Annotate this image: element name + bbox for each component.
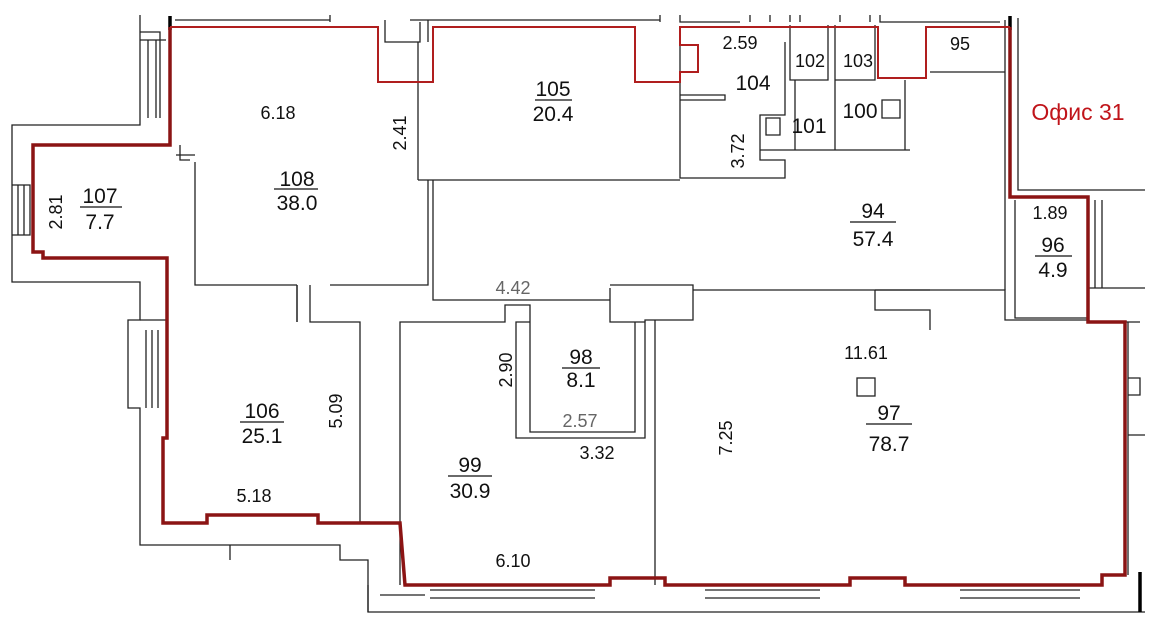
- room-area: 38.0: [277, 192, 318, 215]
- room-99[interactable]: 99 30.9: [448, 454, 492, 503]
- dimension-label: 2.90: [496, 352, 516, 387]
- walls: [11, 15, 1145, 613]
- dimension-label: 3.72: [728, 133, 748, 168]
- room-area: 4.9: [1038, 259, 1067, 282]
- room-area: 30.9: [450, 480, 491, 503]
- room-area: 7.7: [85, 211, 114, 234]
- room-97[interactable]: 97 78.7: [866, 402, 912, 456]
- room-101[interactable]: 101: [791, 115, 826, 138]
- room-number: 98: [569, 346, 592, 369]
- dimensions: 6.18 2.41 2.81 2.59 3.72 1.89 4.42 2.90 …: [46, 33, 1068, 571]
- dimension-label: 6.18: [260, 103, 295, 123]
- office-boundary: [31, 26, 1127, 587]
- room-area: 78.7: [869, 433, 910, 456]
- room-number: 99: [458, 454, 481, 477]
- room-105[interactable]: 105 20.4: [533, 78, 574, 126]
- room-number: 97: [877, 402, 900, 425]
- room-95[interactable]: 95: [950, 34, 970, 54]
- room-number: 96: [1041, 234, 1064, 257]
- dimension-label: 5.09: [326, 393, 346, 428]
- room-number: 108: [279, 168, 314, 191]
- room-area: 20.4: [533, 103, 574, 126]
- room-98[interactable]: 98 8.1: [562, 346, 600, 392]
- dimension-label: 1.89: [1032, 203, 1067, 223]
- dimension-label: 2.59: [722, 33, 757, 53]
- dimension-label: 2.41: [390, 115, 410, 150]
- room-106[interactable]: 106 25.1: [240, 400, 284, 448]
- dimension-label: 2.81: [46, 194, 66, 229]
- room-94[interactable]: 94 57.4: [850, 200, 896, 251]
- room-102[interactable]: 102: [795, 51, 825, 71]
- office-label: Офис 31: [1031, 99, 1124, 125]
- room-96[interactable]: 96 4.9: [1035, 234, 1072, 282]
- room-number: 105: [535, 78, 570, 101]
- dimension-label: 6.10: [495, 551, 530, 571]
- room-107[interactable]: 107 7.7: [80, 185, 122, 234]
- room-100[interactable]: 100: [842, 100, 877, 123]
- room-area: 8.1: [566, 369, 595, 392]
- room-area: 57.4: [853, 228, 894, 251]
- dimension-label: 11.61: [844, 343, 888, 363]
- room-number: 94: [861, 200, 885, 223]
- room-104[interactable]: 104: [735, 72, 770, 95]
- dimension-label: 4.42: [495, 278, 530, 298]
- room-103[interactable]: 103: [843, 51, 873, 71]
- room-number: 107: [82, 185, 117, 208]
- room-area: 25.1: [242, 425, 283, 448]
- dimension-label: 7.25: [716, 420, 736, 455]
- dimension-label: 3.32: [579, 443, 614, 463]
- dimension-label: 2.57: [562, 411, 597, 431]
- dimension-label: 5.18: [236, 486, 271, 506]
- room-number: 106: [244, 400, 279, 423]
- room-108[interactable]: 108 38.0: [274, 168, 318, 215]
